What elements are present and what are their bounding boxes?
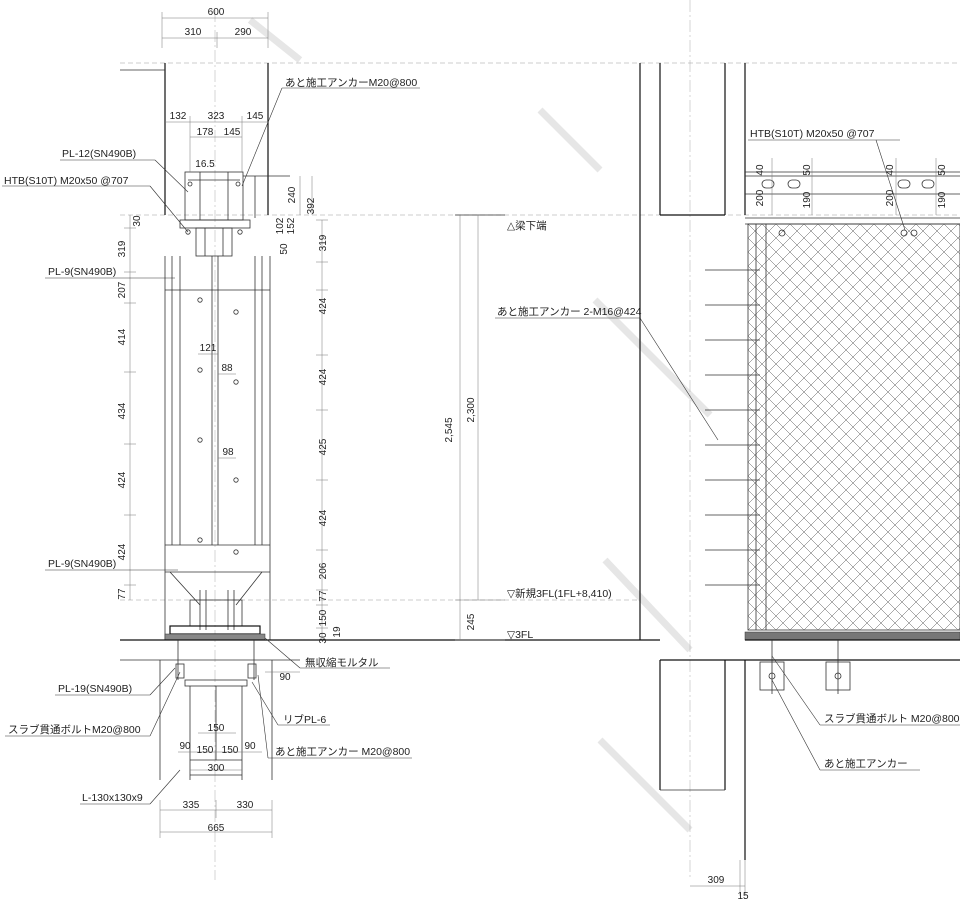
dim-145: 145 xyxy=(247,111,264,122)
dim-90-b: 90 xyxy=(244,741,256,752)
label-pl12: PL-12(SN490B) xyxy=(62,148,136,160)
left-labels: あと施工アンカーM20@800 PL-12(SN490B) HTB(S10T) … xyxy=(2,76,420,805)
dim-30-right: 30 xyxy=(318,632,329,644)
upper-bracket xyxy=(179,171,290,257)
column-dimension-chain: 132 323 145 178 145 16.5 xyxy=(165,111,268,172)
dim-600: 600 xyxy=(208,7,225,18)
dim-178: 178 xyxy=(197,127,214,138)
label-rib: リブPL-6 xyxy=(283,713,326,726)
dim-30-left: 30 xyxy=(132,215,143,227)
dim-132: 132 xyxy=(170,111,187,122)
dim-206: 206 xyxy=(318,562,329,579)
label-anchor-right: あと施工アンカー xyxy=(824,757,908,770)
dim-2300: 2,300 xyxy=(466,397,477,422)
dim-290: 290 xyxy=(235,27,252,38)
column-base xyxy=(120,571,660,641)
existing-column-upper xyxy=(120,63,269,215)
dim-200-a: 200 xyxy=(755,189,766,206)
lower-slab-detail xyxy=(120,640,300,780)
label-pl9-bottom: PL-9(SN490B) xyxy=(48,558,116,570)
label-beam-bottom: △梁下端 xyxy=(507,219,547,232)
label-pl9-top: PL-9(SN490B) xyxy=(48,266,116,278)
dim-335: 335 xyxy=(183,800,200,811)
reference-lines xyxy=(120,0,960,880)
new-steel-column xyxy=(164,256,271,640)
dim-424-r1: 424 xyxy=(318,297,329,314)
dim-240: 240 xyxy=(287,186,298,203)
lattice-hatch xyxy=(748,224,960,630)
label-anchor-bottom: あと施工アンカー M20@800 xyxy=(275,745,410,758)
dim-190-b: 190 xyxy=(937,191,948,208)
label-anchor-mid: あと施工アンカー 2-M16@424 xyxy=(497,305,642,318)
dim-425: 425 xyxy=(318,438,329,455)
label-mortar: 無収縮モルタル xyxy=(305,656,379,669)
label-slab-bolt-right: スラブ貫通ボルト M20@800 xyxy=(824,712,960,725)
label-htb-left: HTB(S10T) M20x50 @707 xyxy=(4,175,129,187)
left-section: 600 310 290 xyxy=(2,7,660,838)
inner-dimensions: 121 88 98 xyxy=(198,343,236,459)
dim-2545: 2,545 xyxy=(444,417,455,442)
top-dimension-chain: 600 310 290 xyxy=(161,7,269,48)
dim-150-top: 150 xyxy=(208,723,225,734)
dim-190-a: 190 xyxy=(802,191,813,208)
dim-150-b: 150 xyxy=(197,745,214,756)
dim-102: 102 xyxy=(275,217,286,234)
dim-40-a: 40 xyxy=(755,164,766,176)
dim-121: 121 xyxy=(200,343,217,354)
dim-150-c: 150 xyxy=(222,745,239,756)
dim-16-5: 16.5 xyxy=(195,159,215,170)
dim-50-a: 50 xyxy=(802,164,813,176)
dim-665: 665 xyxy=(208,823,225,834)
dim-319-left: 319 xyxy=(117,240,128,257)
dim-77-left: 77 xyxy=(117,588,128,600)
dim-40-b: 40 xyxy=(885,164,896,176)
dim-424-r2: 424 xyxy=(318,368,329,385)
label-htb-right: HTB(S10T) M20x50 @707 xyxy=(750,128,875,140)
dim-200-b: 200 xyxy=(885,189,896,206)
dim-424-l1: 424 xyxy=(117,471,128,488)
dim-424-r3: 424 xyxy=(318,509,329,526)
dim-414: 414 xyxy=(117,328,128,345)
anchor-ticks xyxy=(705,269,760,586)
dim-19: 19 xyxy=(332,626,343,638)
label-anchor-top: あと施工アンカーM20@800 xyxy=(285,76,417,89)
bottom-dimensions: 90 150 90 150 150 90 300 335 330 665 xyxy=(159,671,300,838)
dim-310: 310 xyxy=(185,27,202,38)
background-ghost-lines xyxy=(247,17,713,833)
dim-152: 152 xyxy=(286,217,297,234)
dim-150-right: 150 xyxy=(318,609,329,626)
dim-98: 98 xyxy=(222,447,234,458)
left-vertical-dimension-stack: 30 319 207 414 434 424 424 77 xyxy=(117,215,143,600)
dim-50-b: 50 xyxy=(937,164,948,176)
middle-section: 2,545 2,300 245 △梁下端 あと施工アンカー 2-M16@424 … xyxy=(444,63,746,860)
dim-50: 50 xyxy=(279,243,290,255)
dim-392: 392 xyxy=(306,197,317,214)
right-vertical-dimension-stack: 240 392 102 152 50 319 424 424 425 424 2… xyxy=(275,176,343,644)
dim-300: 300 xyxy=(208,763,225,774)
dim-330: 330 xyxy=(237,800,254,811)
dim-434: 434 xyxy=(117,402,128,419)
dim-309: 309 xyxy=(708,875,725,886)
label-3fl: ▽3FL xyxy=(507,629,533,641)
dim-90-right: 90 xyxy=(279,672,291,683)
right-section: 40 50 40 50 200 190 200 190 HTB(S10T) M2… xyxy=(690,128,960,902)
dim-245: 245 xyxy=(466,613,477,630)
dim-90-a: 90 xyxy=(179,741,191,752)
dim-145b: 145 xyxy=(224,127,241,138)
dim-207: 207 xyxy=(117,281,128,298)
label-slab-bolt-left: スラブ貫通ボルトM20@800 xyxy=(8,723,141,736)
dim-88: 88 xyxy=(221,363,233,374)
label-pl19: PL-19(SN490B) xyxy=(58,683,132,695)
dim-77-right: 77 xyxy=(318,590,329,602)
dim-15: 15 xyxy=(737,891,749,902)
dim-424-l2: 424 xyxy=(117,543,128,560)
label-new-3fl: ▽新規3FL(1FL+8,410) xyxy=(507,587,612,600)
dim-323: 323 xyxy=(208,111,225,122)
dim-319-right: 319 xyxy=(318,234,329,251)
label-angle: L-130x130x9 xyxy=(82,792,143,804)
